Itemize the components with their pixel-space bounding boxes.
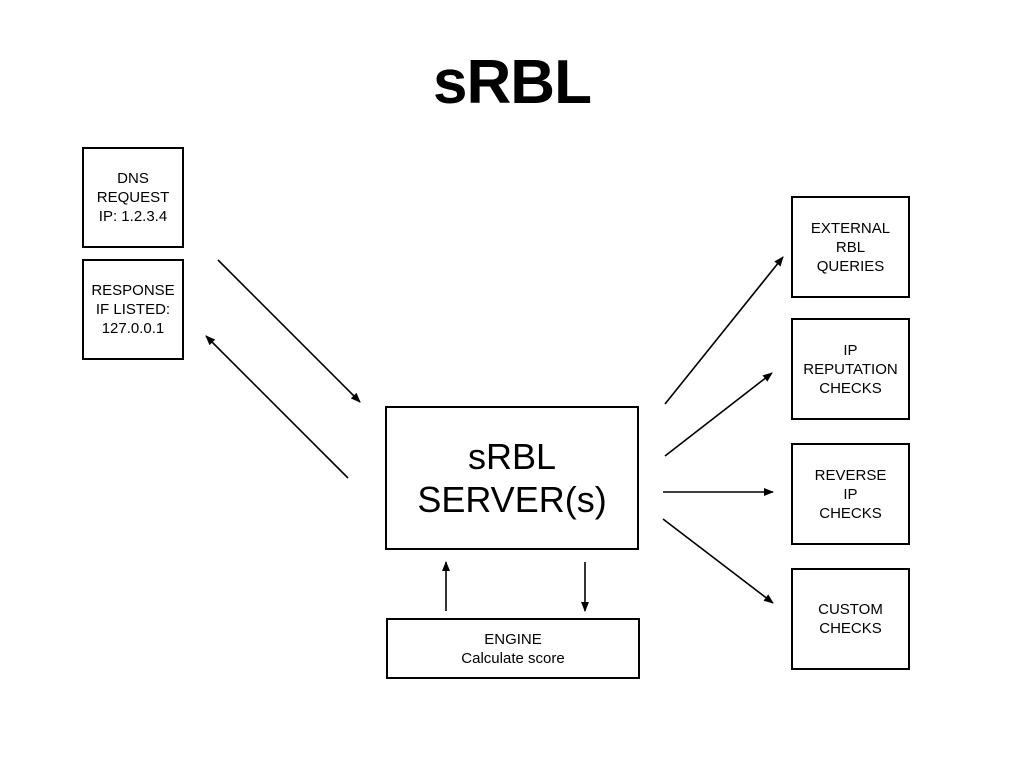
- engine-box: ENGINE Calculate score: [386, 618, 640, 679]
- arrow-server-to-custom-checks: [662, 518, 774, 604]
- diagram-title: sRBL: [433, 48, 592, 117]
- custom-checks-box: CUSTOM CHECKS: [791, 568, 910, 670]
- engine-label: ENGINE Calculate score: [461, 630, 565, 667]
- ip-reputation-checks-label: IP REPUTATION CHECKS: [803, 341, 898, 397]
- ip-reputation-checks-box: IP REPUTATION CHECKS: [791, 318, 910, 420]
- external-rbl-queries-label: EXTERNAL RBL QUERIES: [810, 219, 891, 275]
- dns-request-box: DNS REQUEST IP: 1.2.3.4: [82, 147, 184, 248]
- srbl-server-label: sRBL SERVER(s): [417, 436, 607, 520]
- response-label: RESPONSE IF LISTED: 127.0.0.1: [91, 282, 175, 337]
- srbl-server-box: sRBL SERVER(s): [385, 406, 639, 550]
- arrow-server-to-ip-reputation: [664, 372, 773, 457]
- reverse-ip-checks-label: REVERSE IP CHECKS: [814, 466, 887, 522]
- arrow-request-to-server: [217, 259, 361, 403]
- dns-request-label: DNS REQUEST IP: 1.2.3.4: [96, 170, 170, 225]
- custom-checks-label: CUSTOM CHECKS: [818, 601, 883, 637]
- response-box: RESPONSE IF LISTED: 127.0.0.1: [82, 259, 184, 360]
- reverse-ip-checks-box: REVERSE IP CHECKS: [791, 443, 910, 545]
- arrow-server-to-external-rbl: [664, 256, 784, 405]
- external-rbl-queries-box: EXTERNAL RBL QUERIES: [791, 196, 910, 298]
- arrow-server-to-response: [205, 335, 349, 479]
